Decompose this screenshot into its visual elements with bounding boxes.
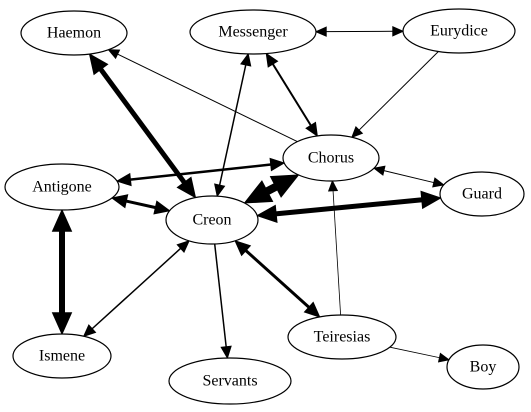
edge-creon-messenger — [218, 63, 247, 187]
node-guard: Guard — [439, 171, 525, 217]
edge-creon-ismene-arrowhead-to — [82, 324, 97, 338]
node-antigone: Antigone — [4, 163, 120, 211]
edge-layer — [51, 26, 451, 363]
edge-chorus-guard — [382, 169, 435, 184]
node-guard-shape — [439, 171, 525, 217]
node-boy: Boy — [446, 344, 520, 390]
edge-messenger-chorus-arrowhead-to — [305, 121, 318, 137]
edge-creon-haemon-arrowhead-to — [88, 53, 109, 76]
node-chorus: Chorus — [282, 134, 380, 182]
node-haemon-shape — [20, 10, 128, 56]
node-messenger-shape — [189, 9, 317, 55]
edge-creon-guard-arrowhead-to — [420, 190, 442, 210]
node-ismene-label: Ismene — [39, 348, 85, 365]
edge-creon-teiresias-arrowhead-to — [303, 301, 321, 318]
node-chorus-label: Chorus — [308, 150, 354, 167]
node-teiresias-label: Teiresias — [314, 329, 371, 346]
edge-antigone-creon-arrowhead-to — [153, 200, 171, 215]
node-eurydice-shape — [402, 8, 516, 54]
node-servants-shape — [168, 357, 292, 405]
edge-messenger-chorus-arrowhead-from — [265, 52, 279, 68]
edge-creon-ismene — [90, 247, 183, 331]
edge-antigone-chorus-arrowhead-to — [269, 157, 286, 172]
node-eurydice-label: Eurydice — [430, 23, 488, 40]
edge-chorus-haemon — [116, 53, 298, 143]
node-teiresias-shape — [287, 314, 397, 360]
edge-teiresias-chorus-arrowhead-to — [327, 179, 339, 192]
edge-creon-guard-arrowhead-from — [255, 204, 278, 224]
edge-eurydice-chorus-arrowhead-to — [351, 126, 364, 139]
edge-antigone-creon — [124, 199, 158, 210]
edge-chorus-guard-arrowhead-to — [432, 177, 446, 188]
edge-creon-ismene-arrowhead-from — [176, 239, 191, 254]
edge-teiresias-boy-arrowhead-to — [437, 352, 451, 363]
node-haemon: Haemon — [20, 10, 128, 56]
node-creon: Creon — [165, 195, 259, 245]
edge-teiresias-boy — [389, 346, 441, 359]
node-messenger: Messenger — [189, 9, 317, 55]
edge-creon-servants — [213, 243, 228, 348]
edge-creon-chorus-arrowhead-to — [269, 174, 300, 198]
edge-messenger-eurydice-arrowhead-from — [314, 26, 327, 37]
edge-messenger-chorus — [271, 62, 313, 128]
node-guard-label: Guard — [462, 186, 502, 203]
node-creon-label: Creon — [192, 212, 231, 229]
node-antigone-label: Antigone — [32, 179, 92, 196]
edge-eurydice-chorus — [358, 51, 439, 132]
edge-creon-haemon — [97, 66, 188, 186]
edge-chorus-guard-arrowhead-from — [372, 165, 386, 176]
edge-creon-guard — [274, 197, 424, 217]
node-messenger-label: Messenger — [218, 24, 288, 41]
node-haemon-label: Haemon — [47, 25, 101, 42]
edge-antigone-chorus — [128, 163, 273, 182]
edge-creon-teiresias — [243, 248, 312, 310]
node-eurydice: Eurydice — [402, 8, 516, 54]
node-servants-label: Servants — [202, 373, 257, 390]
edge-antigone-ismene-arrowhead-to — [51, 312, 73, 336]
node-boy-label: Boy — [470, 359, 497, 376]
node-chorus-shape — [282, 134, 380, 182]
node-servants: Servants — [168, 357, 292, 405]
node-boy-shape — [446, 344, 520, 390]
edge-antigone-chorus-arrowhead-from — [115, 172, 132, 187]
node-creon-shape — [165, 195, 259, 245]
edge-creon-teiresias-arrowhead-from — [234, 239, 252, 257]
edge-creon-servants-arrowhead-to — [220, 345, 232, 360]
edge-messenger-eurydice-arrowhead-to — [392, 26, 405, 37]
edge-antigone-creon-arrowhead-from — [110, 194, 129, 209]
edge-creon-chorus-arrowhead-from — [243, 180, 274, 204]
edge-antigone-ismene-arrowhead-from — [51, 208, 73, 232]
edge-creon-haemon-arrowhead-from — [176, 176, 197, 199]
node-ismene: Ismene — [12, 333, 112, 379]
node-antigone-shape — [4, 163, 120, 211]
edge-chorus-haemon-arrowhead-to — [107, 49, 121, 60]
node-teiresias: Teiresias — [287, 314, 397, 360]
edge-creon-messenger-arrowhead-to — [240, 52, 252, 67]
node-ismene-shape — [12, 333, 112, 379]
edge-creon-messenger-arrowhead-from — [214, 183, 226, 198]
